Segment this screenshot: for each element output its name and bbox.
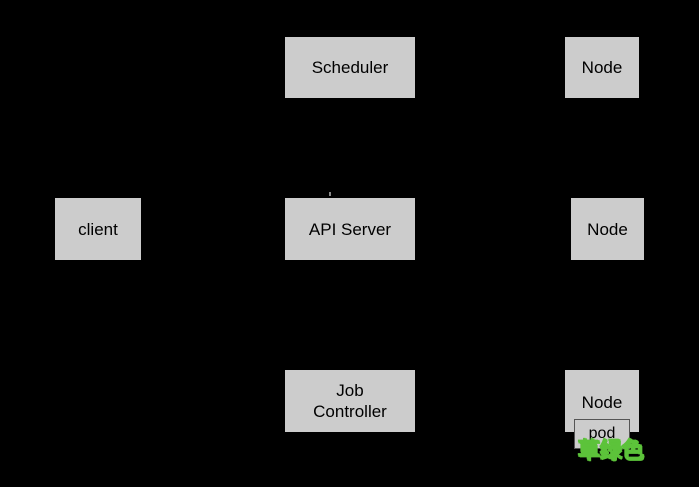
connector-mark (329, 192, 331, 196)
node-box-middle: Node (571, 198, 644, 260)
node-label-bottom: Node (581, 393, 623, 412)
scheduler-box: Scheduler (285, 37, 415, 98)
pod-label: pod (588, 425, 616, 442)
pod-box: pod (574, 419, 630, 449)
watermark: 草绿色 (577, 439, 645, 465)
scheduler-label: Scheduler (311, 58, 389, 77)
node-label-top: Node (581, 58, 623, 77)
job-controller-box: Job Controller (285, 370, 415, 432)
client-label: client (78, 219, 118, 239)
client-box: client (55, 198, 141, 260)
api-server-box: API Server (285, 198, 415, 260)
api-server-label: API Server (308, 219, 392, 239)
job-controller-label: Job Controller (313, 381, 387, 421)
node-box-top: Node (565, 37, 639, 98)
node-label-middle: Node (587, 219, 628, 239)
